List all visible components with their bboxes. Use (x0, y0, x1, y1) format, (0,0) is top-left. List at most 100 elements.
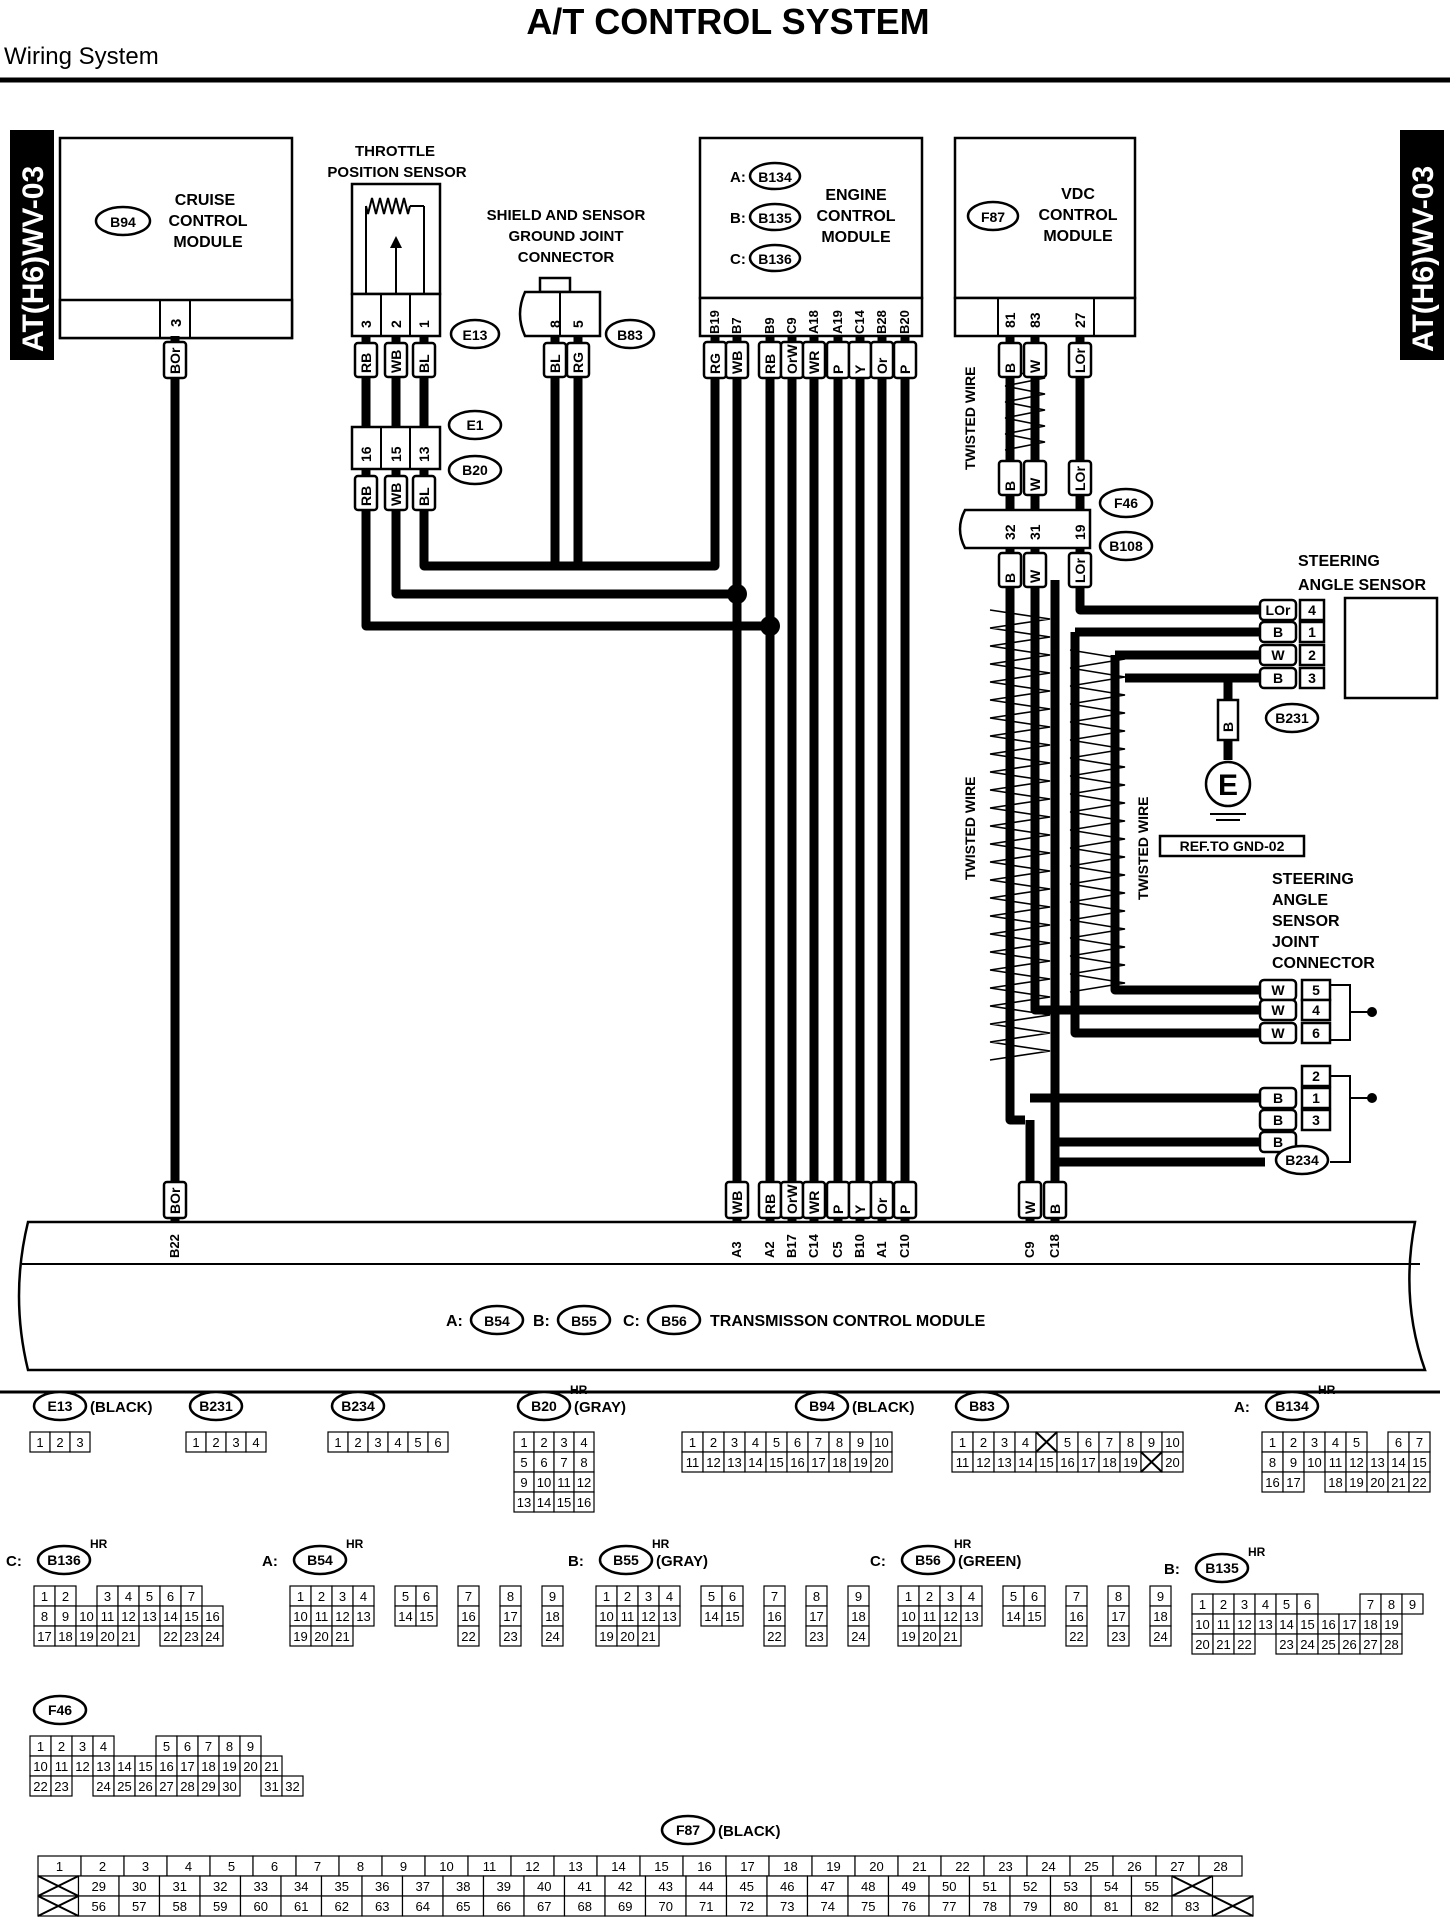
pin-number: 69 (618, 1899, 632, 1914)
connector-F46-B108 (958, 508, 1092, 550)
connector-B136: B136 (758, 251, 792, 267)
pin-number: 11 (483, 1859, 497, 1874)
steering-sensor-wire: W (1271, 647, 1285, 663)
pin-number: 61 (294, 1899, 308, 1914)
connector-B54: B54 (484, 1313, 510, 1329)
tcm-pin: C14 (806, 1233, 821, 1258)
pin-number: 1 (36, 1435, 43, 1450)
pin-number: 18 (832, 1455, 846, 1470)
pin-number: 13 (96, 1759, 110, 1774)
connector-view-id: B54 (307, 1552, 333, 1568)
pin-cell (457, 1625, 480, 1647)
pin-number: 5 (414, 1435, 421, 1450)
pin-number: 53 (1064, 1879, 1078, 1894)
pin-number: 11 (315, 1609, 329, 1624)
pin-number: 18 (1363, 1617, 1377, 1632)
svg-text:CRUISE: CRUISE (175, 192, 236, 209)
b108-wire: LOr (1072, 558, 1088, 583)
pin-cell (1161, 1451, 1184, 1473)
pin-number: 70 (659, 1899, 673, 1914)
pin-number: 20 (874, 1455, 888, 1470)
pin-number: 4 (100, 1739, 107, 1754)
steering-sensor-wire: LOr (1266, 602, 1291, 618)
pin-number: 76 (902, 1899, 916, 1914)
pin-cell (960, 1605, 983, 1627)
connector-view-id: B56 (915, 1552, 941, 1568)
pin-number: 23 (1111, 1629, 1125, 1644)
connector-view-note: (BLACK) (718, 1823, 780, 1840)
wire-lor-vdc (1075, 336, 1265, 615)
pin-number: 30 (132, 1879, 146, 1894)
pin-number: 20 (243, 1759, 257, 1774)
pin-number: 72 (740, 1899, 754, 1914)
pin-number: 1 (334, 1435, 341, 1450)
pin-number: 20 (100, 1629, 114, 1644)
wire-wb-throttle (391, 336, 737, 599)
svg-text:ANGLE SENSOR: ANGLE SENSOR (1298, 577, 1426, 594)
pin-number: 4 (185, 1859, 192, 1874)
pin-number: 16 (159, 1759, 173, 1774)
pin-number: 45 (740, 1879, 754, 1894)
pin-number: 15 (1300, 1617, 1314, 1632)
pin-number: 2 (354, 1435, 361, 1450)
pin-number: 62 (335, 1899, 349, 1914)
pin-number: 8 (836, 1435, 843, 1450)
pin-number: 19 (222, 1759, 236, 1774)
pin-number: 25 (1084, 1859, 1098, 1874)
pin-number: 20 (620, 1629, 634, 1644)
connector-view-hr: HR (570, 1383, 588, 1397)
pin-number: 9 (1148, 1435, 1155, 1450)
connector-view-id: B55 (613, 1552, 639, 1568)
pin-number: 19 (853, 1455, 867, 1470)
pin-number: 63 (375, 1899, 389, 1914)
pin-cell (721, 1605, 744, 1627)
splice-point (727, 584, 747, 604)
steering-joint-label: STEERING ANGLE SENSOR JOINT CONNECTOR (1272, 871, 1375, 972)
connector-E13: E13 (463, 327, 488, 343)
shield-wire: BL (547, 354, 563, 373)
svg-text:CONNECTOR: CONNECTOR (1272, 955, 1375, 972)
steering-sensor-pin: 2 (1308, 647, 1316, 663)
pin-number: 2 (99, 1859, 106, 1874)
pin-cell (218, 1775, 241, 1797)
pin-number: 6 (271, 1859, 278, 1874)
pin-number: 9 (247, 1739, 254, 1754)
connector-view-note: (GREEN) (958, 1553, 1021, 1570)
pin-number: 6 (1031, 1589, 1038, 1604)
pin-number: 1 (1269, 1435, 1276, 1450)
joint-pin: 6 (1312, 1025, 1320, 1041)
ecm-wire: RG (707, 353, 723, 374)
throttle-pin: 2 (388, 320, 404, 328)
pin-number: 6 (1304, 1597, 1311, 1612)
tcm-pin: B22 (167, 1234, 182, 1258)
pin-number: 39 (497, 1879, 511, 1894)
ecm-wire: P (830, 365, 846, 374)
svg-text:CONNECTOR: CONNECTOR (518, 249, 615, 266)
pin-number: 2 (540, 1435, 547, 1450)
pin-number: 18 (1328, 1475, 1342, 1490)
pin-number: 5 (1064, 1435, 1071, 1450)
joint-wire: BL (416, 487, 432, 506)
pin-number: 71 (699, 1899, 713, 1914)
pin-number: 8 (507, 1589, 514, 1604)
ecm-pin: A19 (830, 310, 845, 334)
pin-number: 15 (184, 1609, 198, 1624)
connector-view-prefix: C: (6, 1553, 22, 1570)
twisted-wire-label: TWISTED WIRE (1135, 797, 1151, 900)
pin-number: 12 (1349, 1455, 1363, 1470)
pin-number: 4 (125, 1589, 132, 1604)
twisted-wire-label: TWISTED WIRE (962, 367, 978, 470)
pin-cell (1198, 1855, 1243, 1877)
pin-number: 14 (537, 1495, 551, 1510)
pin-number: 18 (851, 1609, 865, 1624)
shield-pin: 5 (570, 320, 586, 328)
throttle-wire: BL (416, 354, 432, 373)
pin-number: 22 (955, 1859, 969, 1874)
pin-number: 8 (813, 1589, 820, 1604)
pin-number: 12 (525, 1859, 539, 1874)
pin-number: 16 (790, 1455, 804, 1470)
pin-number: 4 (360, 1589, 367, 1604)
connector-view-prefix: A: (262, 1553, 278, 1570)
tcm-pin: A3 (729, 1241, 744, 1258)
pin-number: 2 (1290, 1435, 1297, 1450)
